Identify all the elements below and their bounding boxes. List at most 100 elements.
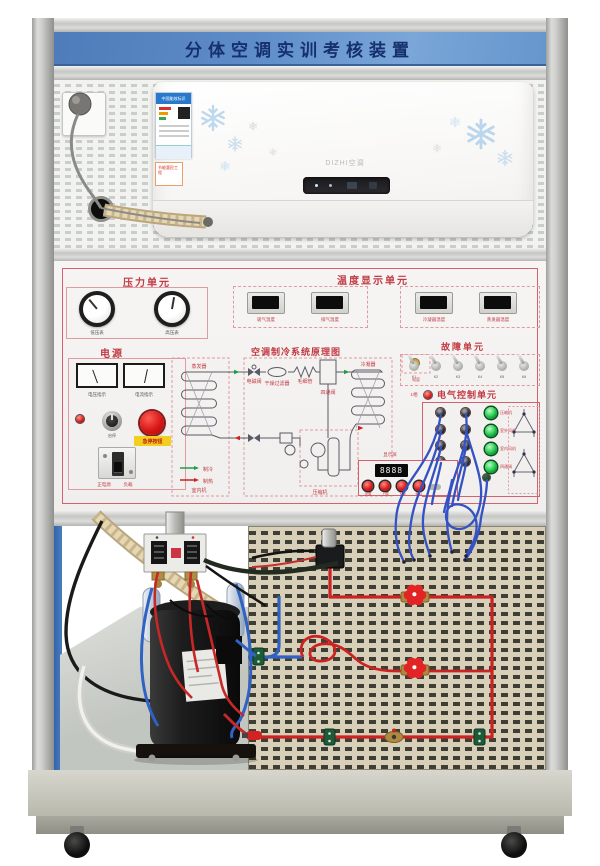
- ac-display: [303, 177, 390, 194]
- caster-left-bracket: [70, 826, 84, 836]
- pipe-hole: [88, 196, 114, 222]
- jack-1a[interactable]: [436, 408, 445, 417]
- voltage-needle: [92, 369, 99, 384]
- energy-label-title: 中国能效标识: [161, 96, 186, 101]
- temp-display-2: [311, 292, 349, 314]
- temp-label-3: 冷凝器温度: [422, 317, 446, 322]
- power-knob-cap: [106, 415, 118, 427]
- fault-unit-box: [400, 354, 540, 386]
- power-socket[interactable]: [62, 92, 106, 136]
- control-panel-border: [62, 268, 538, 504]
- temp-display-3: [415, 292, 453, 314]
- energy-bar-2: [159, 112, 168, 115]
- jack-2b[interactable]: [461, 425, 470, 434]
- controller-btn-1[interactable]: [363, 481, 373, 491]
- jack-5b[interactable]: [483, 474, 490, 481]
- schematic-pipes: [181, 359, 385, 477]
- fault-label-1: K1: [411, 375, 417, 379]
- piping-board: [248, 526, 546, 770]
- ac-display-receiver: [369, 182, 377, 189]
- svg-text:制热: 制热: [203, 478, 213, 485]
- frame-post-left: [32, 18, 54, 770]
- temp-screen-1: [252, 296, 279, 309]
- svg-text:冷凝器: 冷凝器: [360, 361, 375, 368]
- fault-label-4: K4: [477, 375, 483, 379]
- base-front: [36, 816, 564, 834]
- power-knob[interactable]: [102, 411, 122, 431]
- led-fourway: [485, 461, 497, 473]
- jack-1b[interactable]: [461, 408, 470, 417]
- emergency-stop-button[interactable]: [140, 411, 164, 435]
- phase-lamp: [424, 391, 432, 399]
- led-compressor: [485, 407, 497, 419]
- controller-box: [358, 460, 458, 496]
- energy-line-2: [159, 130, 189, 132]
- fault-label-2: K2: [433, 375, 439, 379]
- frame-mid-rail: [54, 248, 546, 261]
- ac-brand: DIZHI空调: [325, 160, 365, 167]
- ac-sticker: 节能惠民工程: [155, 162, 183, 186]
- circuit-breaker[interactable]: [98, 447, 136, 479]
- controller-btn-3[interactable]: [397, 481, 407, 491]
- page-title: 分体空调实训考核装置: [185, 40, 415, 60]
- voltage-meter: [76, 363, 118, 388]
- svg-text:干燥过滤器: 干燥过滤器: [264, 380, 289, 387]
- current-meter: [123, 363, 165, 388]
- controller-btn-label-3: 下调: [398, 492, 406, 496]
- low-pressure-needle: [88, 299, 98, 310]
- current-needle: [144, 369, 149, 384]
- fault-switch-3[interactable]: [450, 353, 463, 371]
- fault-switch-2[interactable]: [428, 353, 441, 371]
- fault-switch-1[interactable]: [406, 353, 419, 371]
- frame-lower-rail: [54, 510, 546, 526]
- svg-text:制冷: 制冷: [203, 466, 213, 473]
- svg-text:蒸发器: 蒸发器: [191, 363, 206, 370]
- frame-subtitle-rail: [54, 66, 546, 80]
- control-unit-title: 电气控制单元: [436, 390, 497, 400]
- energy-label-header: 中国能效标识: [156, 93, 191, 104]
- title-bar: 分体空调实训考核装置: [54, 32, 546, 66]
- ac-energy-label: 中国能效标识: [155, 92, 192, 159]
- fault-switch-5[interactable]: [494, 353, 507, 371]
- led-label-1: 压缩机: [500, 410, 512, 415]
- fault-label-6: K6: [521, 375, 527, 379]
- temp-screen-2: [316, 296, 343, 309]
- ac-flap: [153, 200, 533, 237]
- svg-text:压缩机: 压缩机: [312, 489, 327, 496]
- fault-switch-4[interactable]: [472, 353, 485, 371]
- controller-btn-label-2: 上调: [381, 492, 389, 496]
- fault-switch-6[interactable]: [516, 353, 529, 371]
- schematic-title: 空调制冷系统原理图: [250, 347, 341, 357]
- schematic-arrows: [180, 369, 364, 482]
- jack-3a[interactable]: [436, 441, 445, 450]
- schematic-valve-symbols: [248, 364, 260, 442]
- power-knob-mark: [111, 414, 113, 420]
- breaker-label-right: 负载: [123, 482, 133, 487]
- frame-top-rail: [32, 18, 568, 32]
- estop-label: 急停按钮: [142, 438, 163, 445]
- svg-text:室内机: 室内机: [191, 487, 206, 494]
- controller-digits: 8888: [379, 466, 404, 475]
- motor-winding-diagram: [508, 406, 540, 494]
- caster-right-bracket: [507, 826, 521, 836]
- ac-sticker-text: 节能惠民工程: [158, 165, 178, 175]
- ac-indoor-unit: DIZHI空调 中国能效标识 节能惠民工程: [153, 82, 533, 237]
- led-label-4: 四通阀: [500, 464, 512, 469]
- controller-btn-2[interactable]: [380, 481, 390, 491]
- energy-line-1: [159, 125, 189, 127]
- temp-screen-3: [420, 296, 447, 309]
- controller-btn-4[interactable]: [414, 481, 424, 491]
- jack-3b[interactable]: [461, 441, 470, 450]
- caster-left-wheel: [64, 832, 90, 858]
- breaker-screw-1: [103, 454, 107, 458]
- fault-label-3: K3: [455, 375, 461, 379]
- pressure-unit-title: 压力单元: [123, 278, 171, 289]
- breaker-lever[interactable]: [114, 462, 122, 472]
- energy-footer: [156, 145, 191, 159]
- jack-2a[interactable]: [436, 425, 445, 434]
- jack-4b[interactable]: [461, 457, 470, 466]
- temp-box-1: [233, 286, 368, 328]
- breaker-screw-2: [129, 470, 133, 474]
- controller-btn-label-1: 设置: [364, 492, 372, 496]
